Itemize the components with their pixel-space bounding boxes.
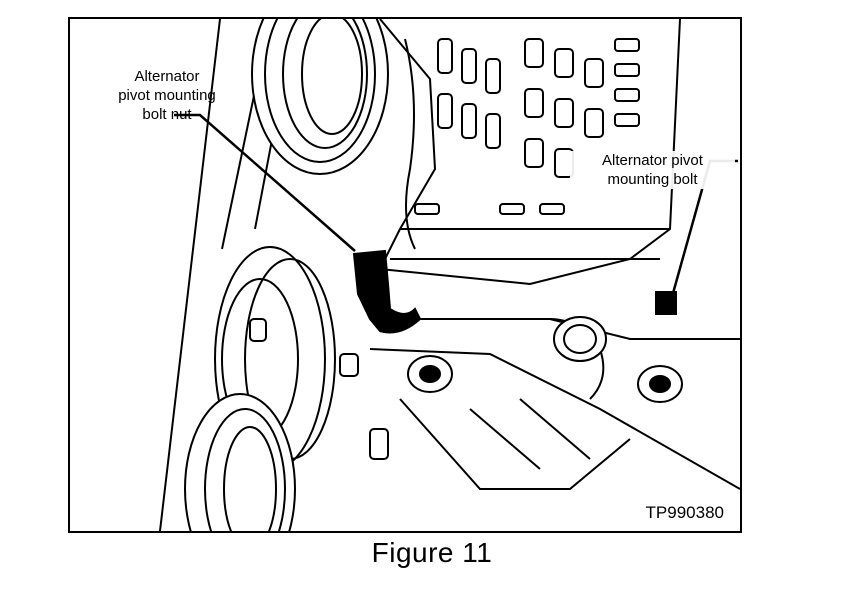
nut-callout-line-1: Alternator xyxy=(134,68,200,85)
figure-frame: Alternator pivot mounting bolt nut Alter… xyxy=(68,17,742,533)
nut-callout-line-2: pivot mounting xyxy=(118,87,216,104)
figure-caption: Figure 11 xyxy=(371,537,493,568)
nut-callout-label: Alternator pivot mounting bolt nut xyxy=(92,67,242,124)
bolt-callout-line-1: Alternator pivot xyxy=(602,152,703,169)
alternator-illustration xyxy=(159,19,740,531)
bolt-callout-line-2: mounting bolt xyxy=(607,171,698,188)
nut-callout-line-3: bolt nut xyxy=(142,106,192,123)
figure-reference-code: TP990380 xyxy=(645,503,724,522)
bolt-callout-label: Alternator pivot mounting bolt xyxy=(570,151,735,189)
